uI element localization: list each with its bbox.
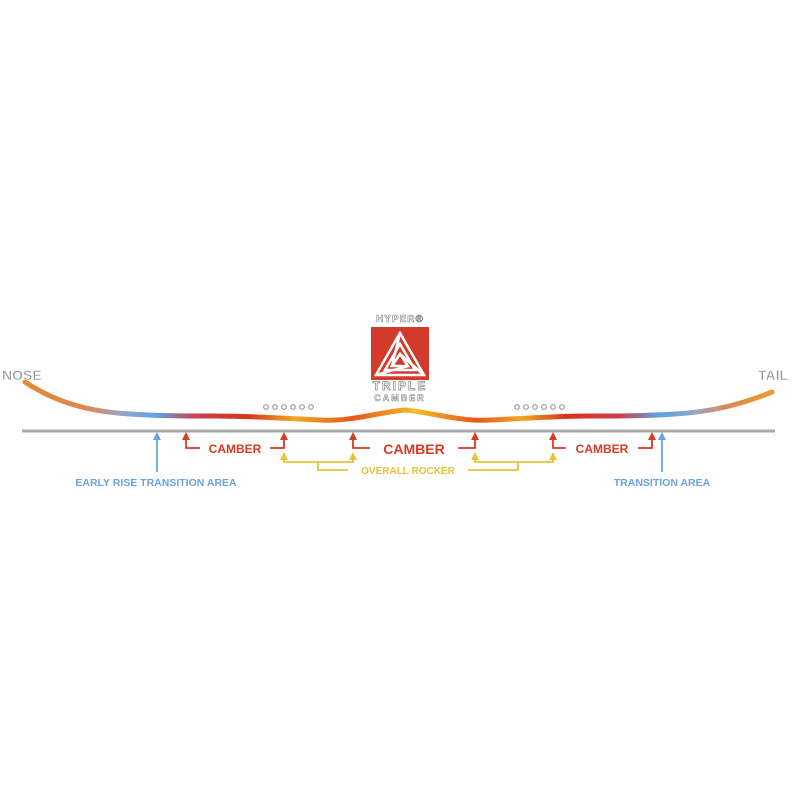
transition-arrows — [153, 432, 666, 472]
logo-line2: CAMBER — [374, 393, 426, 403]
rocker-bracket — [283, 460, 554, 471]
insert-pattern-left — [263, 404, 314, 410]
logo-line1: TRIPLE — [373, 379, 428, 393]
triangle-emblem-icon — [373, 330, 427, 377]
camber-brackets — [185, 440, 653, 449]
early-rise-label: EARLY RISE TRANSITION AREA — [75, 477, 237, 489]
board-profile-curve — [22, 379, 775, 423]
camber-label-center: CAMBER — [383, 441, 444, 457]
transition-area-label: TRANSITION AREA — [614, 477, 711, 489]
insert-pattern-right — [514, 404, 565, 410]
logo-brand-text: HYPER® — [376, 314, 424, 325]
nose-label: NOSE — [2, 367, 42, 383]
tail-label: TAIL — [758, 367, 789, 383]
camber-label-left: CAMBER — [209, 442, 262, 456]
rocker-arrowheads — [280, 452, 557, 460]
camber-label-right: CAMBER — [576, 442, 629, 456]
hyper-triple-camber-logo: HYPER® TRIPLE CAMBER — [371, 314, 429, 403]
overall-rocker-label: OVERALL ROCKER — [361, 466, 455, 477]
camber-arrowheads — [182, 432, 656, 440]
